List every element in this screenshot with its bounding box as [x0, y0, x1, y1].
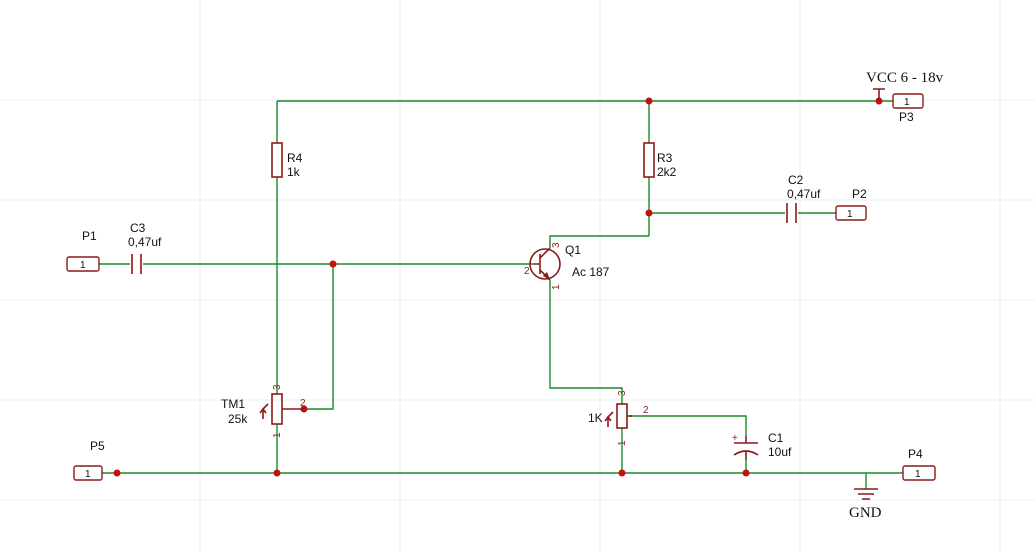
- resistor-r4[interactable]: R4 1k: [271, 142, 303, 179]
- pot2-pin1: 1: [617, 440, 628, 446]
- vcc-label: VCC 6 - 18v: [866, 70, 944, 86]
- wire-emitter: [549, 280, 623, 404]
- capacitor-c2[interactable]: C2 0,47uf: [786, 173, 821, 223]
- c3-name: C3: [130, 221, 146, 235]
- trimmer-tm1[interactable]: 3 2 1 TM1 25k: [221, 384, 306, 438]
- p2-label: P2: [852, 187, 867, 201]
- junction-base: [329, 260, 337, 268]
- transistor-q1-envelope-icon: [529, 248, 561, 280]
- tm1-value: 25k: [228, 412, 248, 426]
- c1-polarity: +: [732, 433, 738, 444]
- capacitor-c3[interactable]: C3 0,47uf: [128, 221, 162, 274]
- pot2-value: 1K: [588, 411, 603, 425]
- connector-p2[interactable]: P2 1: [835, 187, 867, 221]
- p3-pad[interactable]: [892, 93, 924, 109]
- connector-p4[interactable]: P4 1: [902, 447, 936, 481]
- c3-value: 0,47uf: [128, 235, 162, 249]
- junction-p5: [113, 469, 121, 477]
- p5-pin: 1: [85, 469, 91, 480]
- c1-value: 10uf: [768, 445, 792, 459]
- tm1-pin2: 2: [300, 398, 306, 409]
- r3-value: 2k2: [657, 165, 677, 179]
- resistor-r4-body-icon: [271, 142, 283, 178]
- r4-value: 1k: [287, 165, 301, 179]
- junction-bottom-tm1: [273, 469, 281, 477]
- junctions: [113, 97, 883, 477]
- transistor-q1-emitter-arrow-icon: [543, 272, 550, 280]
- capacitor-c3-plates-icon: [131, 254, 142, 274]
- q1-name: Q1: [565, 243, 581, 257]
- p4-pin: 1: [915, 469, 921, 480]
- trimmer-1k-body-icon: [616, 403, 628, 429]
- gnd-label: GND: [849, 505, 882, 521]
- capacitor-c1[interactable]: + C1 10uf: [732, 431, 792, 460]
- wire-tm1-wiper: [304, 264, 334, 410]
- connector-p1[interactable]: P1 1: [66, 229, 100, 272]
- p5-pad[interactable]: [73, 465, 103, 481]
- junction-bottom-pot2: [618, 469, 626, 477]
- gnd-symbol: GND: [849, 488, 882, 521]
- q1-pin-emitter: 1: [551, 284, 562, 290]
- q1-pin-collector: 3: [551, 242, 562, 248]
- wires: [99, 100, 903, 489]
- transistor-q1-leads-icon: [534, 247, 551, 281]
- tm1-pin3: 3: [272, 384, 283, 390]
- junction-bottom-c1: [742, 469, 750, 477]
- p1-label: P1: [82, 229, 97, 243]
- p4-pad[interactable]: [902, 465, 936, 481]
- q1-pin-base: 2: [524, 266, 530, 277]
- vcc-symbol: VCC 6 - 18v: [866, 70, 944, 101]
- transistor-q1[interactable]: 2 3 1 Q1 Ac 187: [524, 242, 610, 290]
- ground-icon: [854, 488, 878, 500]
- trimmer-1k-adjust-icon: [604, 411, 614, 427]
- p1-pad[interactable]: [66, 256, 100, 272]
- capacitor-c2-plates-icon: [786, 203, 797, 223]
- wire-collector: [549, 235, 649, 248]
- p4-label: P4: [908, 447, 923, 461]
- p5-label: P5: [90, 439, 105, 453]
- c1-name: C1: [768, 431, 784, 445]
- p3-pin: 1: [904, 97, 910, 108]
- r3-name: R3: [657, 151, 673, 165]
- connector-p5[interactable]: P5 1: [73, 439, 105, 481]
- trimmer-tm1-body-icon: [271, 393, 283, 425]
- pot2-pin2: 2: [643, 405, 649, 416]
- resistor-r3-body-icon: [643, 142, 655, 178]
- p2-pin: 1: [847, 209, 853, 220]
- tm1-pin1: 1: [272, 432, 283, 438]
- pot2-pin3: 3: [617, 390, 628, 396]
- connector-p3[interactable]: 1 P3: [892, 93, 924, 124]
- p1-pin: 1: [80, 260, 86, 271]
- c2-value: 0,47uf: [787, 187, 821, 201]
- c2-name: C2: [788, 173, 804, 187]
- p3-label: P3: [899, 110, 914, 124]
- junction-top-r3: [645, 97, 653, 105]
- r4-name: R4: [287, 151, 303, 165]
- vcc-bar-icon: [873, 88, 885, 101]
- junction-c2-node: [645, 209, 653, 217]
- q1-value: Ac 187: [572, 265, 610, 279]
- trimmer-1k[interactable]: 3 2 1 1K: [588, 390, 649, 446]
- tm1-name: TM1: [221, 397, 245, 411]
- resistor-r3[interactable]: R3 2k2: [643, 142, 677, 179]
- trimmer-tm1-adjust-icon: [259, 403, 269, 419]
- wire-pot2-wiper: [630, 415, 747, 436]
- p2-pad[interactable]: [835, 205, 867, 221]
